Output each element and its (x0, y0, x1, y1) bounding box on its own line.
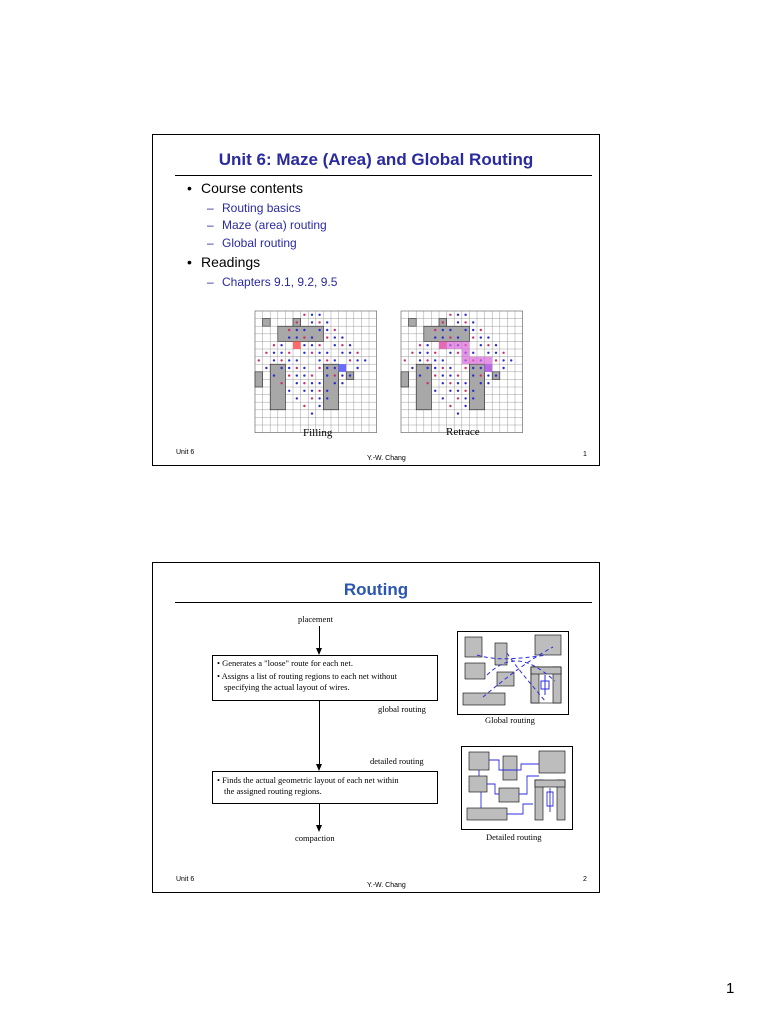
subitem-chapters: –Chapters 9.1, 9.2, 9.5 (207, 275, 338, 289)
maze-retrace-figure (400, 310, 523, 433)
detailed-routing-figure (461, 746, 573, 830)
arrow-down-icon (316, 825, 322, 832)
slide-title: Routing (343, 580, 409, 599)
figure-caption-filling: Filling (303, 427, 333, 439)
slide-2: Routing placement • Generates a "loose" … (152, 562, 600, 893)
bullet-dot: • (187, 180, 192, 196)
slide-1: Unit 6: Maze (Area) and Global Routing •… (152, 134, 600, 466)
box1-line: • Assigns a list of routing regions to e… (217, 671, 398, 681)
box2-line: • Finds the actual geometric layout of e… (217, 775, 399, 785)
global-routing-box: • Generates a "loose" route for each net… (212, 655, 438, 701)
subitem-global-routing: –Global routing (207, 236, 297, 250)
bullet-dot: • (187, 254, 192, 270)
bullet-readings: •Readings (187, 254, 261, 270)
page-number: 1 (726, 980, 735, 997)
global-routing-figure (457, 631, 569, 715)
subitem-routing-basics: –Routing basics (207, 201, 301, 215)
figure-caption-retrace: Retrace (446, 426, 480, 438)
flow-label-global-routing: global routing (378, 704, 426, 714)
flow-connector (319, 804, 320, 827)
footer-center: Y.-W. Chang (367, 455, 406, 462)
bullet-course-contents: •Course contents (187, 180, 303, 196)
flow-connector (319, 626, 320, 651)
flow-label-placement: placement (298, 614, 333, 624)
box1-line: specifying the actual layout of wires. (224, 682, 350, 692)
footer-right: 2 (583, 876, 587, 883)
slide-title: Unit 6: Maze (Area) and Global Routing (218, 150, 534, 169)
box1-line: • Generates a "loose" route for each net… (217, 658, 353, 668)
footer-right: 1 (583, 451, 587, 458)
figure-caption-global-routing: Global routing (485, 715, 535, 725)
title-rule (175, 602, 592, 603)
footer-center: Y.-W. Chang (367, 882, 406, 889)
detailed-routing-box: • Finds the actual geometric layout of e… (212, 771, 438, 804)
flow-connector (319, 701, 320, 767)
title-rule (175, 175, 592, 176)
subitem-maze-routing: –Maze (area) routing (207, 218, 327, 232)
flow-label-compaction: compaction (295, 833, 335, 843)
footer-left: Unit 6 (176, 449, 195, 456)
box2-line: the assigned routing regions. (224, 786, 322, 796)
arrow-down-icon (316, 764, 322, 771)
arrow-down-icon (316, 648, 322, 655)
flow-label-detailed-routing: detailed routing (370, 756, 424, 766)
figure-caption-detailed-routing: Detailed routing (486, 832, 542, 842)
footer-left: Unit 6 (176, 876, 195, 883)
maze-filling-figure (254, 310, 377, 433)
